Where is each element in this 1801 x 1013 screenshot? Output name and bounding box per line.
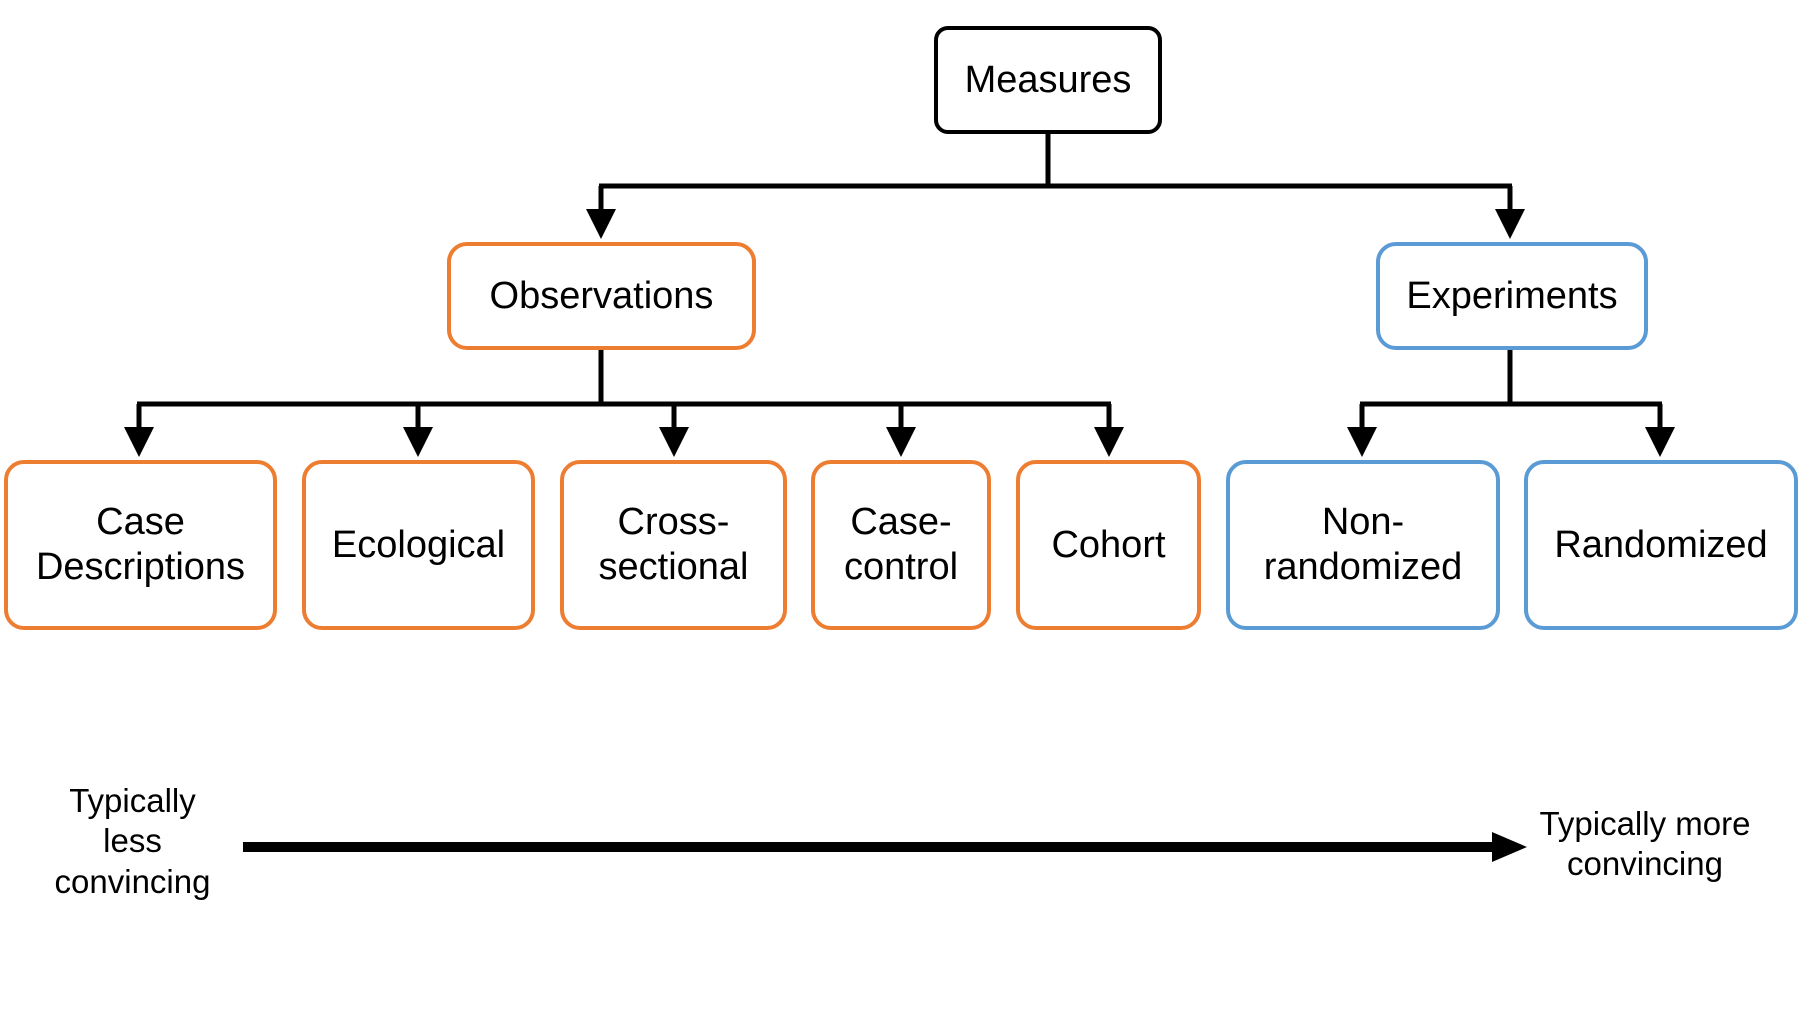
node-experiments-label: Experiments: [1406, 274, 1618, 317]
node-randomized-label: Randomized: [1554, 523, 1768, 566]
node-cohort: Cohort: [1016, 460, 1201, 630]
node-ecological-label: Ecological: [331, 523, 506, 566]
node-observations-label: Observations: [489, 274, 714, 317]
node-ecological: Ecological: [302, 460, 535, 630]
node-non-randomized: Non-randomized: [1226, 460, 1500, 630]
node-experiments: Experiments: [1376, 242, 1648, 350]
node-observations: Observations: [447, 242, 756, 350]
node-case-control: Case-control: [811, 460, 991, 630]
node-case-control-label: Case-control: [843, 501, 959, 588]
node-cross-sectional: Cross-sectional: [560, 460, 787, 630]
node-non-randomized-label: Non-randomized: [1263, 501, 1463, 588]
node-cohort-label: Cohort: [1051, 523, 1166, 566]
convincingness-arrowhead: [1492, 832, 1527, 862]
node-randomized: Randomized: [1524, 460, 1798, 630]
node-cross-sectional-label: Cross-sectional: [598, 501, 749, 588]
node-measures: Measures: [934, 26, 1162, 134]
node-measures-label: Measures: [964, 58, 1132, 101]
